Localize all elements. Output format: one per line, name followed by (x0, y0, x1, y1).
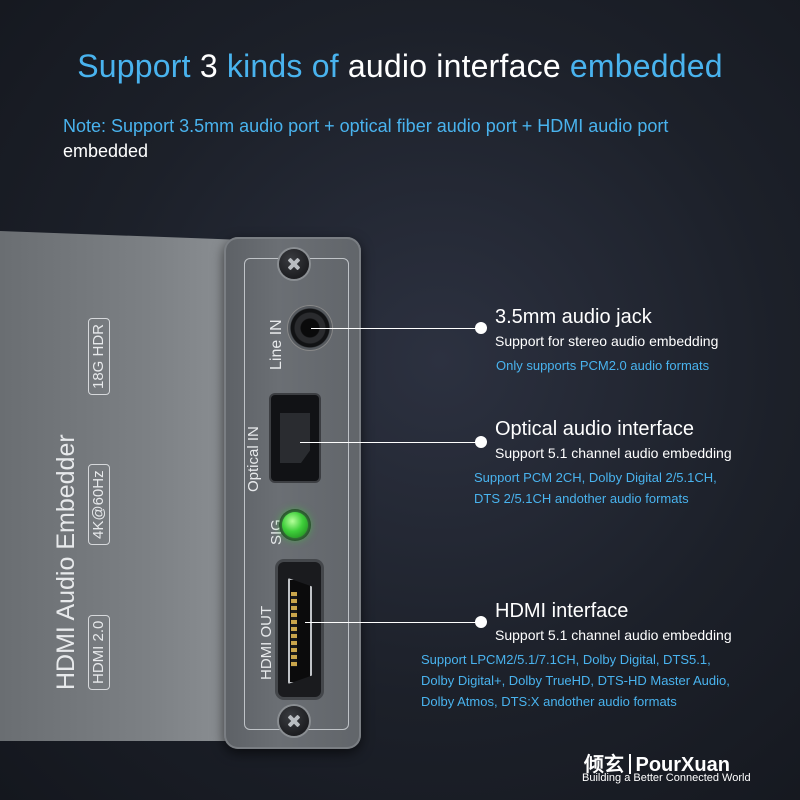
note-text: Note: Support 3.5mm audio port + optical… (63, 114, 763, 164)
headline-part: embedded (569, 48, 723, 84)
hdmi-callout-detail: Support LPCM2/5.1/7.1CH, Dolby Digital, … (421, 649, 730, 712)
badge-4k: 4K@60Hz (88, 464, 110, 545)
optical-callout-line (300, 442, 480, 443)
jack-callout-title: 3.5mm audio jack (495, 306, 652, 328)
brand-logo: 倾玄 PourXuan (584, 748, 794, 776)
headline-part: 3 (199, 48, 227, 84)
brand-name: PourXuan (635, 754, 730, 776)
hdmi-callout-line (305, 622, 480, 623)
label-hdmi-out: HDMI OUT (258, 605, 275, 680)
note-white: embedded (63, 141, 149, 161)
optical-detail-line: DTS 2/5.1CH andother audio formats (474, 491, 689, 506)
jack-callout-detail: Only supports PCM2.0 audio formats (496, 358, 710, 373)
headline-part: kinds of (226, 48, 348, 84)
hdmi-callout-title: HDMI interface (495, 600, 629, 622)
hdmi-callout-dot (475, 616, 487, 628)
top-screw-icon (279, 249, 309, 279)
hdmi-detail-line: Dolby Atmos, DTS:X andother audio format… (421, 694, 677, 709)
jack-callout-dot (475, 322, 487, 334)
label-optical-in: Optical IN (245, 426, 262, 492)
hdmi-callout-subtitle: Support 5.1 channel audio embedding (495, 627, 732, 643)
hdmi-detail-line: Dolby Digital+, Dolby TrueHD, DTS-HD Mas… (421, 673, 730, 688)
bottom-screw-icon (279, 706, 309, 736)
jack-callout-subtitle: Support for stereo audio embedding (495, 333, 719, 349)
label-line-in: Line IN (268, 319, 285, 370)
device-name: HDMI Audio Embedder (52, 434, 80, 690)
badge-18g: 18G HDR (88, 317, 110, 395)
device-top-panel (0, 231, 245, 741)
note-blue: Note: Support 3.5mm audio port + optical… (63, 116, 669, 136)
optical-callout-title: Optical audio interface (495, 418, 695, 440)
headline-part: audio interface (347, 48, 570, 84)
optical-callout-dot (475, 436, 487, 448)
optical-callout-subtitle: Support 5.1 channel audio embedding (495, 445, 732, 461)
badge-hdmi: HDMI 2.0 (88, 614, 110, 690)
headline: Support 3 kinds of audio interface embed… (0, 48, 800, 85)
optical-detail-line: Support PCM 2CH, Dolby Digital 2/5.1CH, (474, 470, 717, 485)
optical-port (271, 395, 319, 481)
brand-cn: 倾玄 (584, 754, 624, 776)
brand-tagline: Building a Better Connected World (582, 772, 751, 784)
hdmi-detail-line: Support LPCM2/5.1/7.1CH, Dolby Digital, … (421, 652, 711, 667)
jack-callout-line (311, 328, 481, 329)
signal-led-icon (282, 512, 308, 538)
optical-callout-detail: Support PCM 2CH, Dolby Digital 2/5.1CH, … (474, 467, 717, 509)
headline-part: Support (77, 48, 200, 84)
hdmi-port (278, 562, 321, 697)
